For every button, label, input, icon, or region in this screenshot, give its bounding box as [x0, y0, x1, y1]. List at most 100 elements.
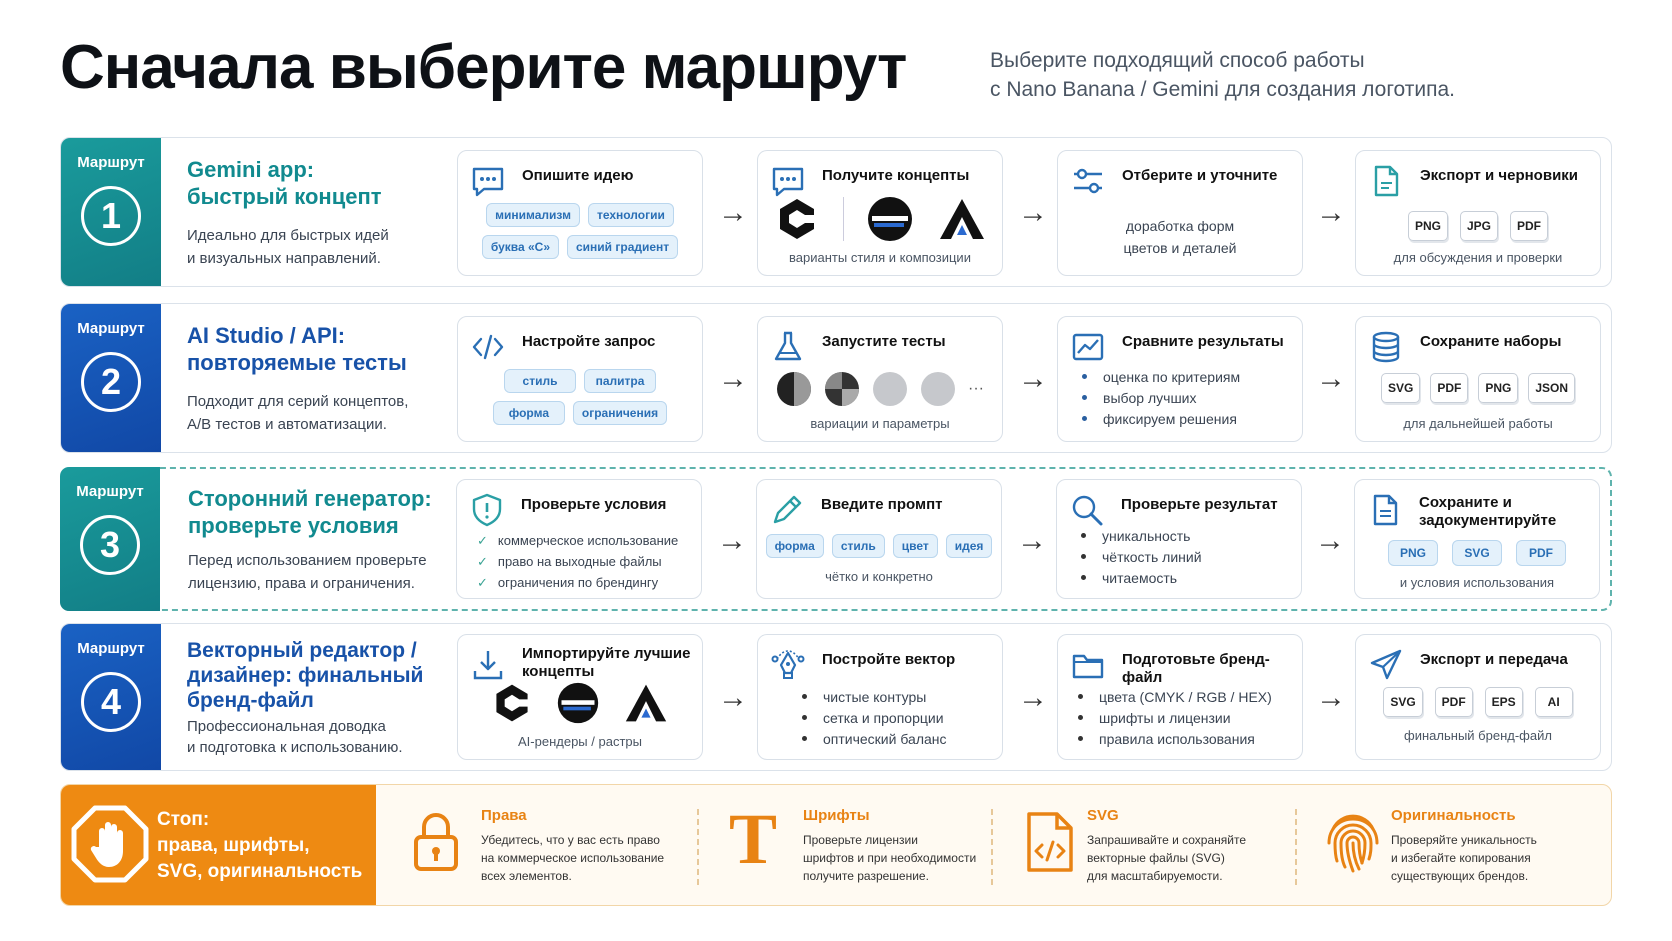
route-description: Подходит для серий концептов,A/B тестов …	[187, 390, 427, 436]
list-item: читаемость	[1077, 568, 1291, 589]
divider	[991, 809, 993, 885]
tag: синий градиент	[567, 235, 679, 259]
stop-item-desc-line: Проверьте лицензии	[803, 833, 918, 847]
route-title-line: повторяемые тесты	[187, 350, 407, 375]
arrow-right-icon: →	[717, 524, 747, 557]
stop-title-line: права, шрифты,	[157, 835, 310, 856]
step-title: Сравните результаты	[1122, 333, 1284, 350]
arrow-right-icon: →	[1018, 362, 1048, 395]
step-title: Введите промпт	[821, 496, 943, 513]
arrow-right-icon: →	[1018, 196, 1048, 229]
route-badge: Маршрут 1	[61, 138, 161, 286]
divider	[1295, 809, 1297, 885]
stop-item-title: SVG	[1087, 807, 1119, 824]
step-title: Настройте запрос	[522, 333, 656, 350]
route-title-line: быстрый концепт	[187, 184, 382, 209]
list-item: чёткость линий	[1077, 547, 1291, 568]
route-label: Маршрут	[77, 154, 145, 171]
list-item: чистые контуры	[798, 687, 992, 708]
route-title-line: проверьте условия	[188, 513, 399, 538]
sliders-icon	[1074, 168, 1102, 194]
stop-item-desc-line: и избегайте копирования	[1391, 851, 1531, 865]
route-desc-line: и визуальных направлений.	[187, 250, 381, 267]
logo-a-concept-icon	[625, 684, 667, 722]
list-item: шрифты и лицензии	[1074, 708, 1292, 729]
route-number: 2	[81, 352, 141, 412]
format-file-badge: EPS	[1484, 687, 1523, 717]
step-footnote: и условия использования	[1399, 575, 1555, 590]
format-file-badge: JSON	[1528, 373, 1576, 403]
stop-title-line: Стоп:	[157, 809, 210, 830]
step-footnote: варианты стиля и композиции	[789, 250, 971, 265]
route-title: Gemini app:быстрый концепт	[187, 156, 447, 210]
stop-item-desc-line: шрифтов и при необходимости	[803, 851, 977, 865]
arrow-right-icon: →	[1316, 196, 1346, 229]
list-item: фиксируем решения	[1078, 409, 1292, 430]
stop-item-title: Шрифты	[803, 807, 870, 824]
stop-item-desc-line: Запрашивайте и сохраняйте	[1087, 833, 1247, 847]
stop-item-desc-line: существующих брендов.	[1391, 869, 1529, 883]
stop-item-title: Права	[481, 807, 527, 824]
step-title: Сохраните наборы	[1420, 333, 1562, 350]
format-file-badge: PDF	[1510, 211, 1549, 241]
format-file-badge: PDF	[1434, 687, 1473, 717]
pencil-icon	[773, 495, 802, 524]
route-title-line: Gemini app:	[187, 157, 315, 182]
stop-item-desc-line: для масштабируемости.	[1087, 869, 1223, 883]
route-badge: Маршрут 3	[60, 467, 160, 611]
arrow-right-icon: →	[718, 681, 748, 714]
route-label: Маршрут	[77, 640, 145, 657]
stop-hand-icon	[71, 805, 149, 883]
tag: буква «С»	[481, 235, 559, 259]
step-title-line: Импортируйте лучшие	[522, 645, 691, 662]
logo-c-concept-icon	[779, 199, 814, 239]
list-item: сетка и пропорции	[798, 708, 992, 729]
stop-title: Стоп:права, шрифты,SVG, оригинальность	[157, 807, 372, 885]
step-text: цветов и деталей	[1123, 240, 1237, 256]
format-file-badge: SVG	[1383, 687, 1423, 717]
format-tag: PNG	[1388, 540, 1438, 566]
arrow-right-icon: →	[718, 362, 748, 395]
route-badge: Маршрут 2	[61, 304, 161, 452]
stop-item-desc-line: Проверяйте уникальность	[1391, 833, 1537, 847]
list-item: правила использования	[1074, 729, 1292, 750]
tag: технологии	[587, 203, 674, 227]
list-item: уникальность	[1077, 526, 1291, 547]
route-title-line: Векторный редактор /	[187, 639, 417, 662]
route-1: Маршрут 1 Gemini app:быстрый концепт Иде…	[60, 137, 1612, 287]
route-desc-line: Подходит для серий концептов,	[187, 393, 409, 410]
chart-icon	[1072, 333, 1104, 361]
stop-item-desc: Проверяйте уникальность и избегайте копир…	[1391, 831, 1537, 885]
arrow-right-icon: →	[718, 196, 748, 229]
step-title: Проверьте результат	[1121, 496, 1278, 513]
route-number: 4	[81, 672, 141, 732]
tag: палитра	[584, 369, 656, 393]
check-item: ✓коммерческое использование	[477, 533, 679, 548]
page-subtitle: Выберите подходящий способ работы с Nano…	[990, 46, 1455, 104]
route-4: Маршрут 4 Векторный редактор /дизайнер: …	[60, 623, 1612, 771]
svg-file-icon	[1027, 812, 1073, 872]
pen-tool-icon	[771, 650, 805, 679]
check-icon: ✓	[477, 554, 488, 569]
document-icon	[1373, 494, 1398, 526]
format-file-badge: AI	[1534, 687, 1573, 717]
route-badge: Маршрут 4	[61, 624, 161, 770]
shield-icon	[472, 493, 502, 527]
step-title-line: задокументируйте	[1419, 512, 1557, 529]
step-title: Получите концепты	[822, 167, 970, 184]
route-desc-line: лицензию, права и ограничения.	[188, 575, 415, 592]
stop-item-desc-line: на коммерческое использование	[481, 851, 665, 865]
chat-icon	[772, 167, 804, 197]
page-title: Сначала выберите маршрут	[60, 33, 907, 102]
step-card: Проверьте условия ✓коммерческое использо…	[456, 479, 702, 599]
route-title-line: AI Studio / API:	[187, 323, 346, 348]
arrow-right-icon: →	[1018, 681, 1048, 714]
